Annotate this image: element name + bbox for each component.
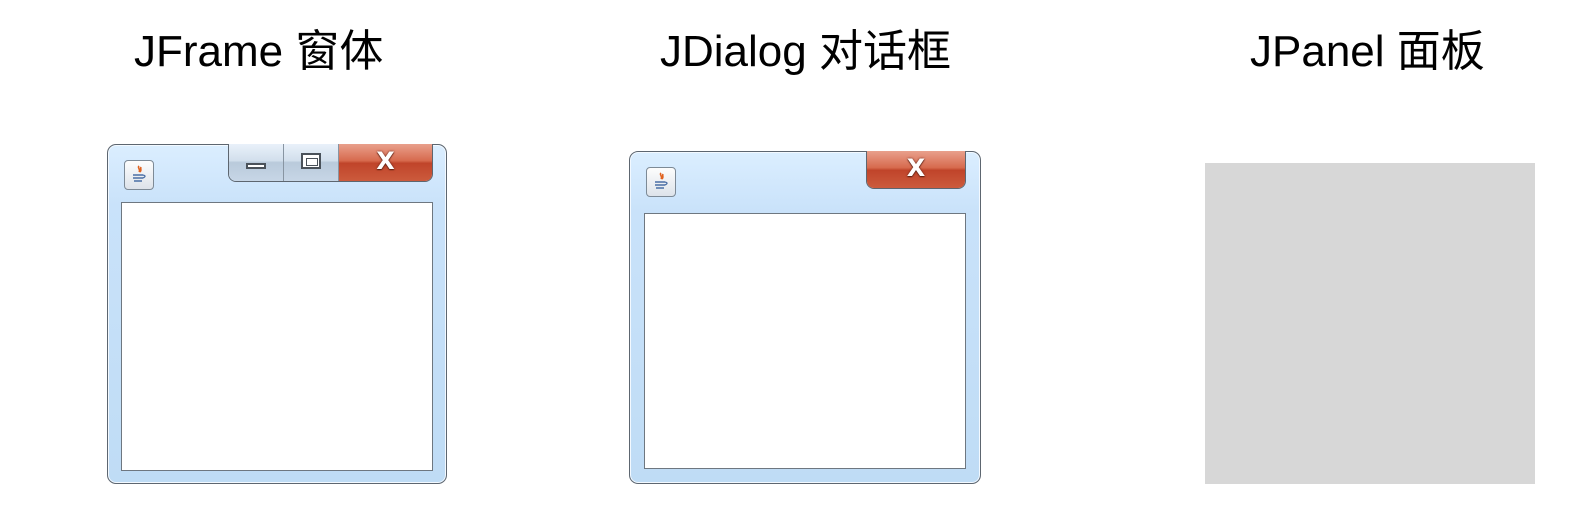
- jframe-window[interactable]: X: [107, 144, 447, 484]
- jdialog-caption: JDialog 对话框: [660, 27, 951, 76]
- maximize-button[interactable]: [284, 144, 339, 181]
- java-app-icon[interactable]: [124, 160, 154, 190]
- jpanel-sample: [1205, 163, 1535, 484]
- jdialog-content-pane: [644, 213, 966, 469]
- minimize-button[interactable]: [229, 144, 284, 181]
- title-bar-buttons: X: [228, 144, 433, 182]
- close-button[interactable]: X: [867, 151, 965, 188]
- minimize-icon: [246, 163, 266, 169]
- java-app-icon[interactable]: [646, 167, 676, 197]
- close-button[interactable]: X: [339, 144, 432, 181]
- jframe-caption: JFrame 窗体: [134, 27, 384, 76]
- jdialog-window[interactable]: X: [629, 151, 981, 484]
- jframe-content-pane: [121, 202, 433, 471]
- maximize-icon: [301, 153, 321, 169]
- title-bar-buttons: X: [866, 151, 966, 189]
- close-icon: X: [906, 154, 926, 182]
- close-icon: X: [376, 147, 395, 175]
- jpanel-caption: JPanel 面板: [1250, 27, 1485, 76]
